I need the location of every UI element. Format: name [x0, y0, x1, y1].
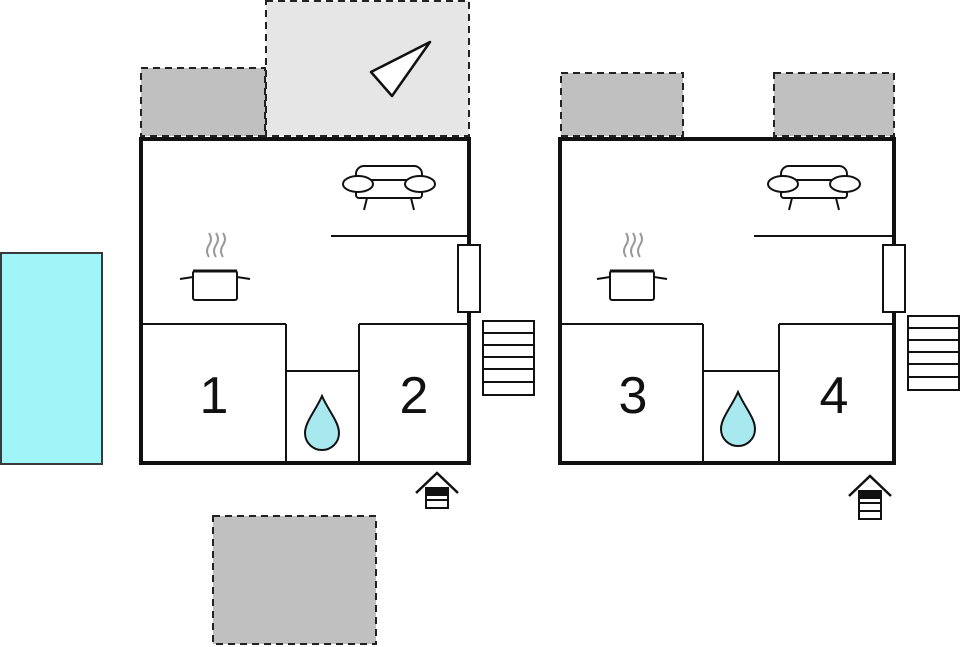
- garden-area: [265, 0, 470, 137]
- terrace-area-bottom: [212, 515, 377, 645]
- entrance-icon: [848, 474, 892, 520]
- room-number-2: 2: [400, 367, 429, 425]
- swimming-pool: [0, 252, 103, 465]
- building-right: 3 4: [558, 137, 960, 520]
- entrance-icon: [415, 471, 459, 509]
- cooking-pot-icon: [596, 232, 668, 301]
- building-left: 1 2: [139, 137, 535, 509]
- window: [882, 244, 906, 313]
- stairs-icon: [482, 320, 535, 396]
- room-number-4: 4: [820, 367, 849, 425]
- terrace-area-right-1: [560, 72, 684, 137]
- sofa-icon: [342, 165, 436, 211]
- cooking-pot-icon: [179, 232, 251, 301]
- terrace-area-top-left: [140, 67, 266, 137]
- room-number-1: 1: [200, 367, 229, 425]
- water-drop-icon: [719, 389, 757, 448]
- room-number-3: 3: [619, 367, 648, 425]
- sofa-icon: [767, 165, 861, 211]
- terrace-area-right-2: [773, 72, 895, 137]
- water-drop-icon: [303, 393, 341, 452]
- sun-direction-icon: [369, 40, 432, 98]
- window: [457, 244, 481, 313]
- stairs-icon: [907, 315, 960, 391]
